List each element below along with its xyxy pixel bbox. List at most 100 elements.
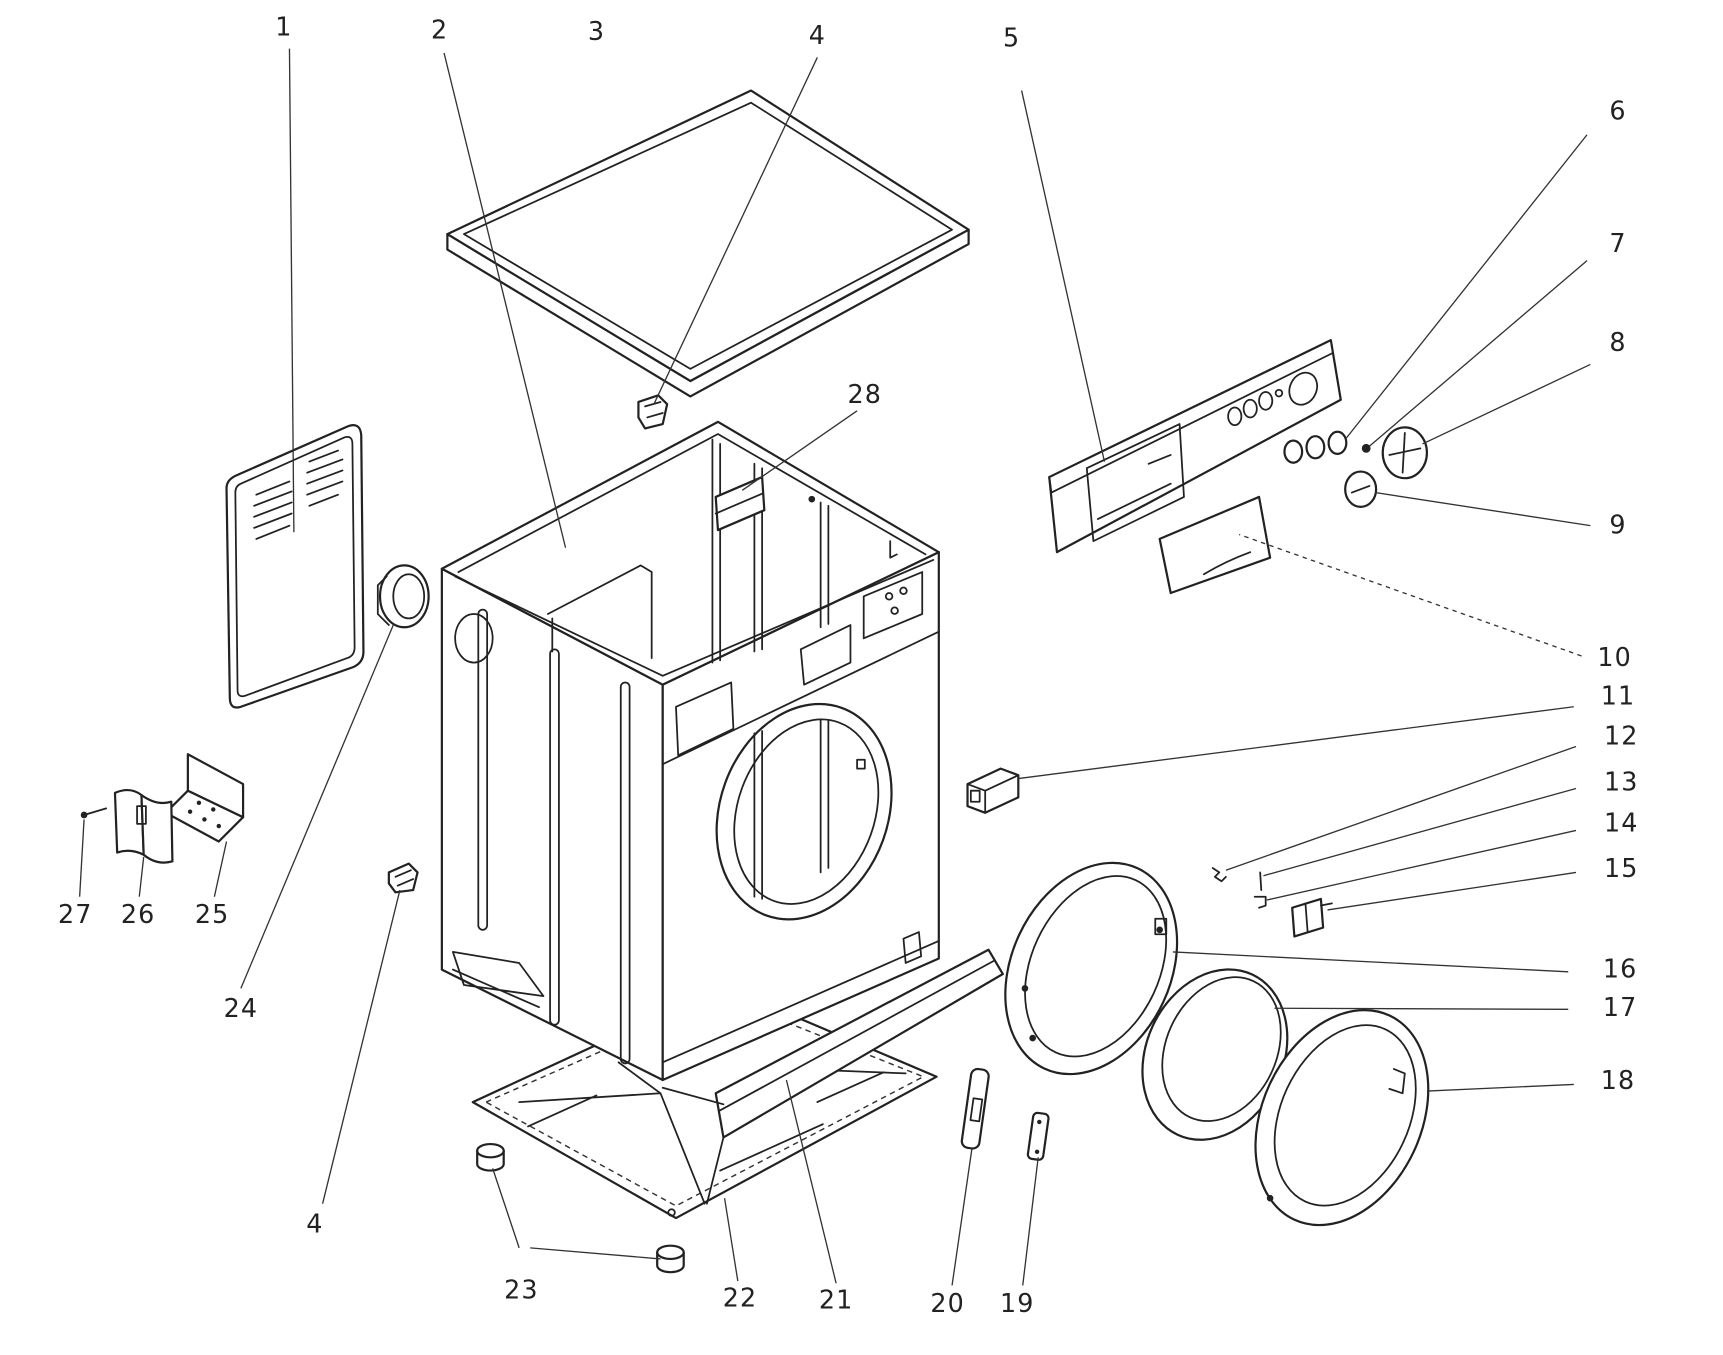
- part-24-flange: [378, 564, 430, 629]
- part-28: [714, 475, 766, 532]
- part-2: [440, 420, 940, 1082]
- part-20: [960, 1067, 990, 1150]
- part-10-outline: [1158, 495, 1272, 595]
- part-25-hole-4: [196, 800, 202, 806]
- part-13-pin: [1259, 871, 1263, 891]
- part-17: [1141, 968, 1289, 1141]
- part-5-hole-small: [1274, 388, 1284, 398]
- callout-label-4-lower: 4: [306, 1208, 323, 1238]
- part-8-pointer: [1388, 432, 1422, 474]
- part-2-control-strip: [661, 630, 940, 766]
- leader-line-24: [240, 624, 394, 989]
- part-2-board-dot-3: [890, 606, 899, 615]
- callout-label-18: 18: [1601, 1065, 1636, 1095]
- leader-line-2: [443, 52, 567, 548]
- part-5-hole-2: [1242, 398, 1258, 419]
- part-8-knob: [1381, 426, 1429, 480]
- leader-line-20: [951, 1148, 973, 1286]
- leader-line-14: [1266, 829, 1577, 901]
- callout-label-8: 8: [1609, 327, 1626, 357]
- callout-label-14: 14: [1604, 808, 1639, 838]
- part-25-flap: [164, 789, 245, 843]
- part-2-side-bottom: [452, 951, 545, 1009]
- callout-label-11: 11: [1601, 681, 1636, 711]
- part-6: [1283, 430, 1348, 464]
- part-2-interior-rails: [711, 438, 830, 664]
- part-19-outline: [1026, 1111, 1050, 1161]
- callout-label-7: 7: [1609, 228, 1626, 258]
- part-18-hole: [1266, 1194, 1274, 1202]
- callout-label-10: 10: [1597, 642, 1632, 672]
- part-2-rim: [454, 433, 935, 677]
- part-5-edge: [1048, 352, 1333, 494]
- part-2-door-opening-inner: [733, 718, 880, 905]
- part-25: [164, 753, 245, 843]
- leader-lines: [78, 48, 1591, 1286]
- part-9: [1344, 470, 1378, 508]
- part-12-spring: [1211, 867, 1227, 883]
- leader-line-22: [723, 1198, 739, 1282]
- leader-line-4-upper: [653, 57, 818, 405]
- callout-label-16: 16: [1603, 953, 1638, 983]
- leader-line-7: [1369, 260, 1588, 447]
- part-26: [113, 789, 174, 864]
- part-11-face: [966, 774, 1020, 814]
- part-2-strip-recess: [675, 624, 852, 757]
- leader-line-10: [1238, 533, 1582, 657]
- leader-line-8: [1422, 363, 1591, 445]
- part-21-legs: [661, 1086, 725, 1205]
- part-15-detail: [1304, 902, 1333, 933]
- part-16-hole-1: [1021, 985, 1029, 992]
- part-15-latch: [1291, 897, 1325, 938]
- leader-line-25: [213, 841, 228, 897]
- part-18-inner: [1273, 1024, 1417, 1207]
- part-10: [1158, 495, 1272, 595]
- part-11: [966, 767, 1020, 814]
- part-24: [376, 564, 430, 629]
- part-21-outline: [714, 948, 1004, 1139]
- part-18-handle-notch: [1388, 1068, 1406, 1095]
- callout-label-13: 13: [1604, 767, 1639, 797]
- leader-line-9: [1374, 491, 1591, 527]
- part-19: [1026, 1111, 1050, 1161]
- part-6-knob-1: [1283, 439, 1304, 464]
- part-23-foot-1-top: [476, 1142, 505, 1159]
- part-16-hole-3: [1029, 1034, 1036, 1042]
- part-27-screw-shaft: [83, 807, 108, 816]
- part-27: [80, 807, 108, 819]
- callout-label-17: 17: [1603, 992, 1638, 1022]
- part-5-dial-hole: [1288, 371, 1319, 406]
- part-2-side-slot-1: [477, 608, 489, 931]
- part-2-rivet: [808, 495, 816, 503]
- part-26-wing: [140, 794, 174, 864]
- part-2-door-opening-outer: [715, 702, 893, 921]
- callout-label-22: 22: [723, 1282, 758, 1312]
- callout-label-3: 3: [588, 16, 605, 46]
- part-23: [476, 1142, 685, 1274]
- part-2-control-board: [862, 571, 924, 640]
- part-16-inner: [1024, 875, 1168, 1058]
- part-13: [1259, 871, 1263, 891]
- callout-label-2: 2: [431, 15, 448, 45]
- callout-label-15: 15: [1604, 853, 1639, 883]
- part-2-board-dot-1: [884, 592, 894, 601]
- part-17-inner: [1161, 976, 1282, 1122]
- part-19-hole-1: [1037, 1119, 1042, 1125]
- part-28-fold: [714, 492, 763, 515]
- part-2-front-bottom: [661, 939, 940, 1064]
- callout-label-9: 9: [1609, 509, 1626, 539]
- part-4-lower-outline: [387, 862, 419, 894]
- callout-label-21: 21: [819, 1285, 854, 1315]
- callout-label-5: 5: [1003, 22, 1020, 52]
- part-22-hole: [667, 1208, 676, 1217]
- part-22-slots: [527, 1071, 885, 1172]
- part-24-bore: [392, 573, 426, 620]
- part-2-side-slot-3: [619, 681, 631, 1065]
- part-1-louvers-left: [253, 480, 293, 540]
- part-25-hole-1: [187, 809, 193, 814]
- part-25-hole-5: [211, 807, 216, 812]
- callout-label-19: 19: [1000, 1288, 1035, 1318]
- part-1-inner-outline: [234, 436, 356, 698]
- part-26-tab: [136, 805, 147, 825]
